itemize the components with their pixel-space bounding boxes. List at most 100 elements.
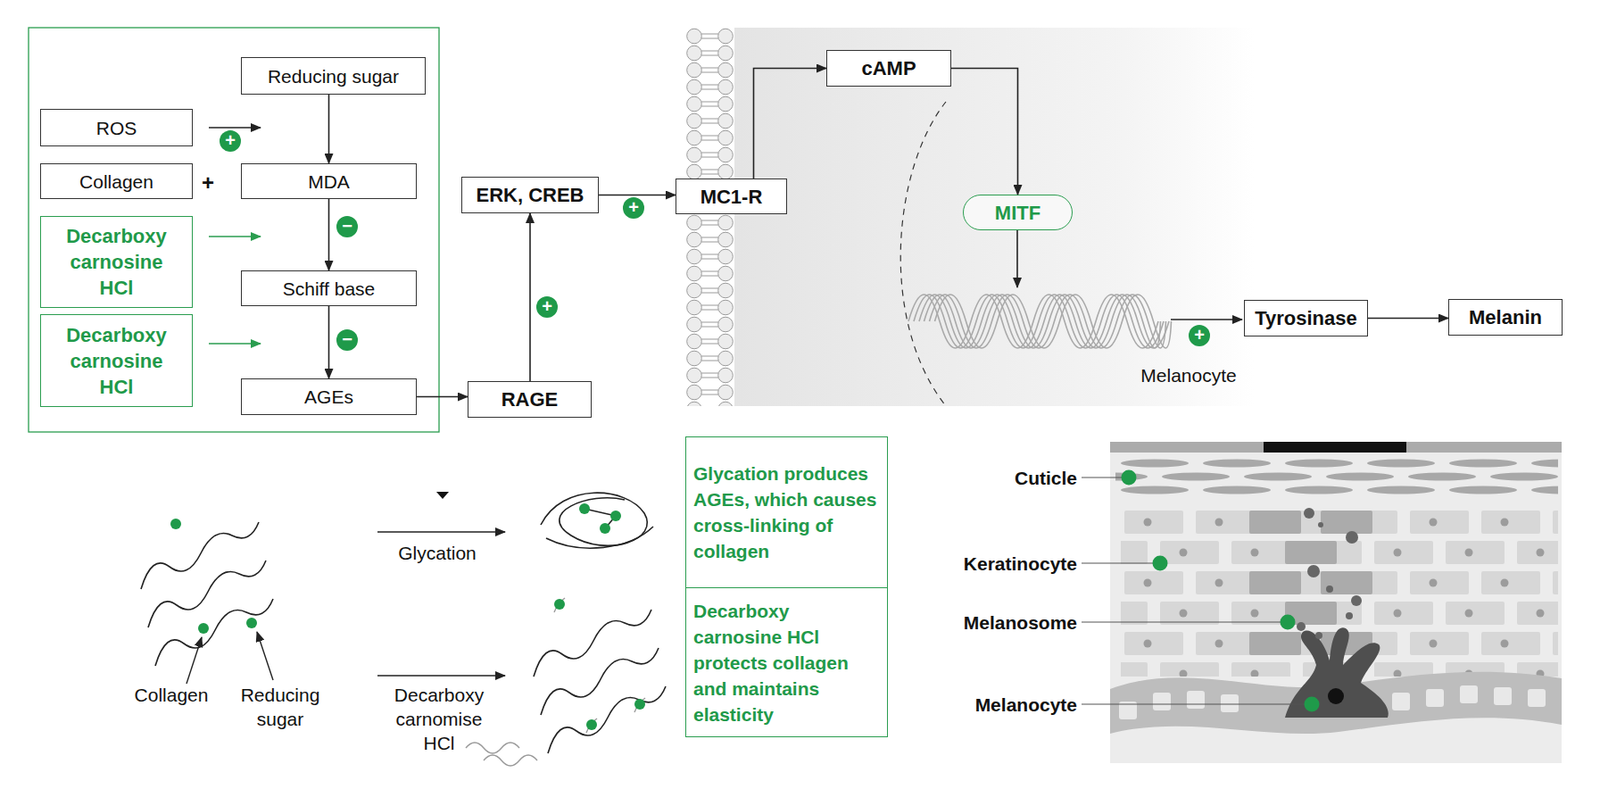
layer-label: Melanocyte [898, 692, 1078, 717]
dna-strand [913, 294, 1164, 349]
collagen-strand [140, 522, 259, 589]
dna-strand [935, 294, 1172, 349]
pointer-arrow [256, 631, 274, 680]
layer-label: Cuticle [898, 465, 1078, 490]
node-text: Glycation produces AGEs, which causes cr… [693, 460, 880, 564]
leader-dot [1121, 470, 1137, 486]
node-text: Tyrosinase [1254, 306, 1358, 330]
node-text: AGEs [304, 385, 354, 408]
uv-patch [1263, 441, 1407, 453]
crosslinked-collagen [546, 526, 654, 548]
node-text: RAGE [501, 388, 559, 411]
flow-arrow [328, 306, 331, 379]
collagen-strand [155, 598, 274, 666]
melanosome-dot [1303, 507, 1315, 519]
flow-arrow [529, 213, 531, 382]
bound-sugar-dot [634, 698, 646, 710]
inhibitor-box: Decarboxy carnosine HCl [40, 314, 193, 407]
dna-helix [908, 294, 1172, 349]
pigmented-cell [1249, 571, 1302, 595]
node-text: Reducing sugar [267, 65, 399, 88]
process-box: Schiff base [240, 270, 417, 307]
flow-arrow [754, 68, 828, 180]
sugar-dot [610, 510, 622, 522]
pigmented-cell [1284, 540, 1337, 564]
node-text: ROS [96, 116, 138, 140]
leader-line [1081, 703, 1312, 705]
process-box: Melanin [1448, 298, 1563, 336]
sugar-dot [246, 617, 257, 629]
node-text: Schiff base [282, 277, 376, 300]
molecule-wave [465, 742, 520, 754]
basal-cell [1220, 694, 1239, 713]
sugar-dot [198, 622, 209, 634]
expression-arrow [1170, 318, 1243, 321]
basal-cell [1493, 687, 1512, 705]
melanosome-dot [1351, 595, 1362, 606]
pigmented-cell [1320, 571, 1373, 595]
process-box: ROS [40, 108, 193, 147]
pigmented-cell [1249, 510, 1302, 534]
leader-dot [1152, 555, 1169, 572]
flow-arrow [328, 198, 331, 271]
flow-arrow [951, 68, 1019, 196]
flow-arrow [598, 194, 676, 197]
process-box: MDA [240, 163, 417, 199]
inhibit-arrow [208, 235, 261, 238]
scavenger-tail [586, 718, 597, 733]
process-label: Decarboxy carnomise HCl [388, 682, 491, 755]
node-text: Melanin [1468, 306, 1542, 329]
cell-label: Melanocyte [1117, 363, 1261, 388]
dna-strand [919, 294, 1169, 349]
skin-section [1110, 441, 1562, 763]
plus-badge: + [1188, 324, 1211, 347]
pigmented-cell [1320, 510, 1373, 534]
layer-label: Keratinocyte [898, 551, 1078, 576]
flow-arrow [1367, 317, 1449, 320]
triangle-mark [436, 491, 449, 499]
melanosome-dot [1345, 530, 1359, 544]
bound-sugar-dot [554, 598, 565, 610]
factor-pill: MITF [962, 194, 1073, 231]
process-box: ERK, CREB [461, 176, 599, 214]
collagen-strand [540, 647, 659, 715]
nucleus-boundary [900, 101, 946, 407]
melanosome-dot [1296, 621, 1306, 631]
leader-line [1081, 621, 1288, 622]
crosslinked-collagen [540, 492, 647, 546]
melanosome-dot [1315, 631, 1323, 639]
node-text: Decarboxy carnosine HCl protects collage… [693, 597, 880, 728]
process-label: Glycation [374, 540, 500, 565]
inhibitor-box: Decarboxy carnosine HCl [40, 215, 193, 308]
layer-label: Melanosome [898, 610, 1078, 635]
part-label: Collagen [117, 682, 225, 707]
process-box: AGEs [240, 378, 417, 415]
basal-cell [1152, 692, 1171, 711]
sugar-dot [170, 518, 182, 530]
scavenger-tail [554, 597, 565, 613]
pathway-frame [28, 27, 440, 432]
node-text: Collagen [79, 170, 154, 193]
plus-badge: + [622, 197, 645, 219]
transcription-arrow [1016, 230, 1019, 288]
process-box: cAMP [826, 49, 952, 87]
basal-cell [1425, 688, 1444, 707]
leader-lines [1081, 477, 1312, 705]
melanosomes [1296, 507, 1362, 639]
pigmented-cell [1249, 631, 1302, 655]
minus-badge: − [336, 215, 358, 238]
cell-membrane [710, 27, 735, 407]
inhibit-arrow [208, 342, 261, 345]
node-text: MC1-R [700, 185, 763, 208]
melanocyte-nucleus [1327, 688, 1344, 705]
pointer-arrow [186, 637, 202, 684]
cell-interior-shade [734, 27, 1255, 407]
molecule-wave [483, 754, 538, 766]
dna-strand [929, 294, 1167, 349]
basal-cell [1459, 685, 1478, 704]
node-text: MITF [994, 201, 1041, 224]
melanosome-dot [1345, 612, 1353, 620]
node-text: ERK, CREB [475, 183, 584, 207]
cell-membrane [686, 27, 711, 407]
